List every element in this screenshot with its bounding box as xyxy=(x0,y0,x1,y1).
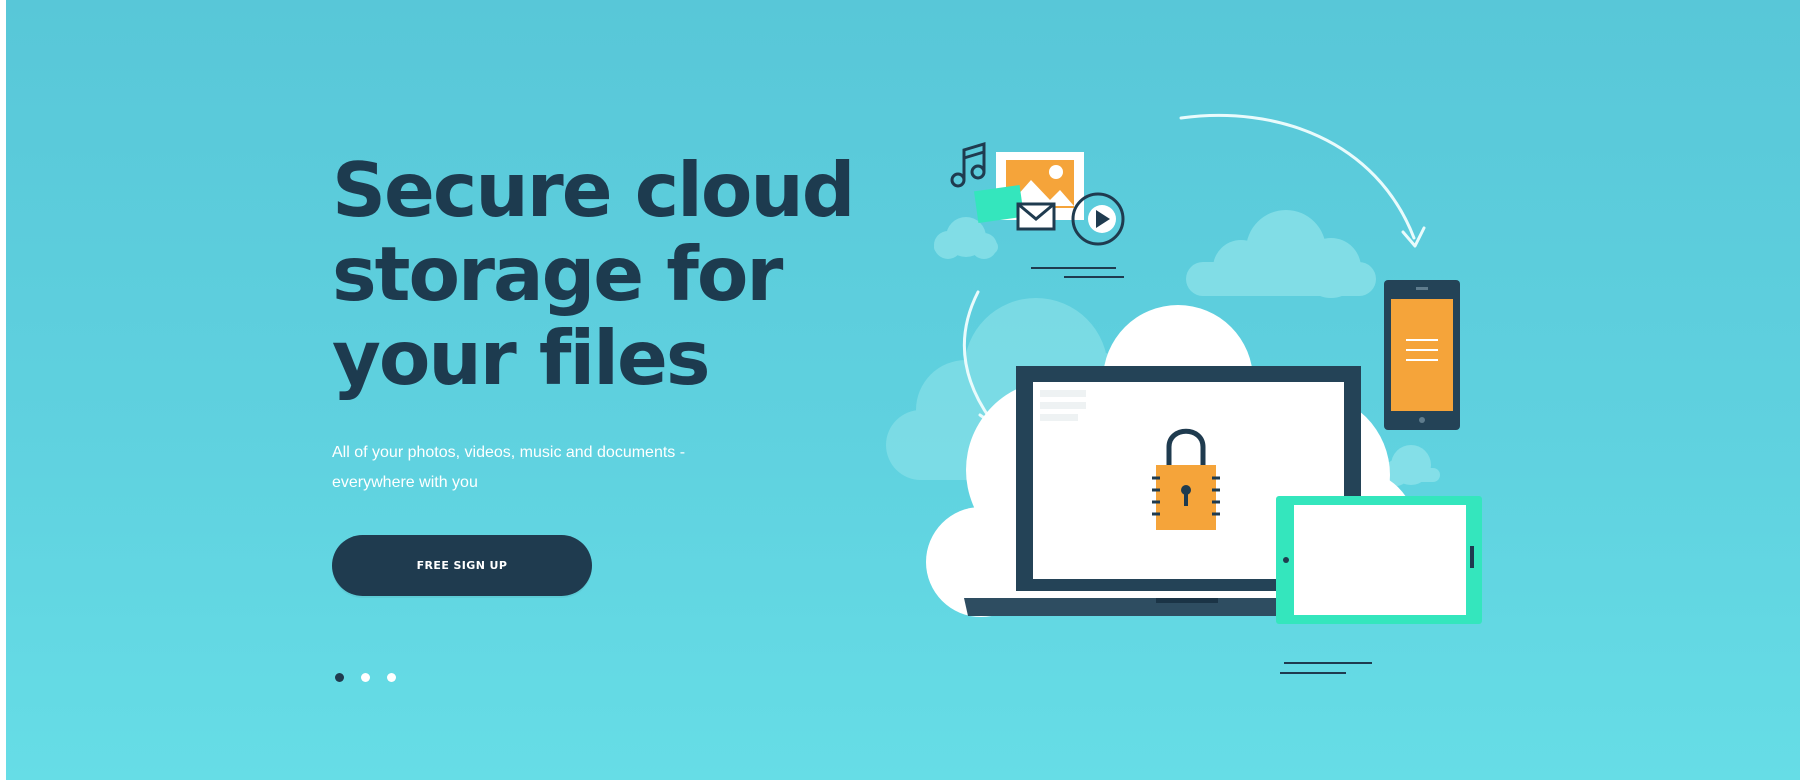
music-note-icon xyxy=(950,141,986,188)
hero-subtitle-line: everywhere with you xyxy=(332,474,478,491)
hero-text-block: Secure cloud storage for your files All … xyxy=(332,148,892,498)
carousel-pagination xyxy=(335,673,396,682)
carousel-dot-1[interactable] xyxy=(335,673,344,682)
hero-title: Secure cloud storage for your files xyxy=(332,148,892,400)
background-cloud-icon xyxy=(934,217,998,259)
smartphone-icon xyxy=(1384,280,1460,430)
sync-arrow-icon xyxy=(1179,113,1416,240)
mail-card-icon xyxy=(973,184,1025,224)
free-sign-up-button[interactable]: FREE SIGN UP xyxy=(332,535,592,596)
background-cloud-icon xyxy=(1186,210,1376,298)
envelope-icon xyxy=(1016,202,1056,231)
hero-banner: Secure cloud storage for your files All … xyxy=(6,0,1800,780)
carousel-dot-2[interactable] xyxy=(361,673,370,682)
hero-title-line: storage for xyxy=(332,230,783,318)
hero-subtitle: All of your photos, videos, music and do… xyxy=(332,438,752,498)
sync-arrow-icon xyxy=(962,290,993,422)
hero-title-line: your files xyxy=(332,314,710,402)
play-icon xyxy=(1071,192,1125,246)
tablet-icon xyxy=(1276,496,1482,624)
hero-title-line: Secure cloud xyxy=(332,146,855,234)
cloud-storage-illustration xyxy=(886,113,1482,674)
padlock-icon xyxy=(1152,428,1220,530)
hero-subtitle-line: All of your photos, videos, music and do… xyxy=(332,444,686,461)
carousel-dot-3[interactable] xyxy=(387,673,396,682)
